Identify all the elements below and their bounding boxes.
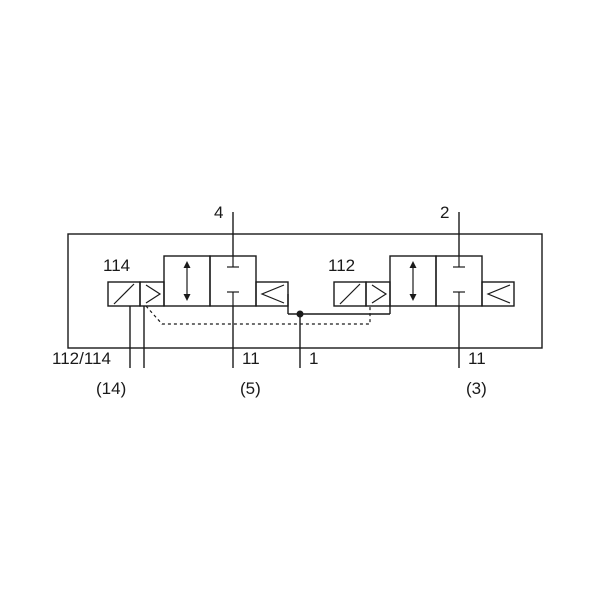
right-valve: 112 2 11 (3) <box>328 203 515 398</box>
left-solenoid-winding <box>113 283 135 305</box>
left-exhaust-port-label: 11 <box>242 349 260 368</box>
left-spring-symbol <box>260 284 285 304</box>
supply-line: 1 <box>288 306 391 368</box>
pilot-exhaust-label: 112/114 <box>52 349 111 368</box>
left-valve: 114 4 11 (5) <box>103 203 289 398</box>
right-flow-arrow-head-up <box>409 261 417 268</box>
left-flow-arrow-head-down <box>183 294 191 301</box>
right-output-port-label: 2 <box>440 203 449 222</box>
right-pilot-label: 112 <box>328 256 355 275</box>
supply-junction-dot <box>296 310 304 318</box>
supply-port-label: 1 <box>309 349 318 368</box>
left-output-port-label: 4 <box>214 203 223 222</box>
pilot-exhaust-alt-label: (14) <box>96 379 126 398</box>
right-exhaust-port-label: 11 <box>468 349 486 368</box>
manifold-housing <box>67 233 543 349</box>
right-spring-symbol <box>486 284 511 304</box>
left-pilot-label: 114 <box>103 256 130 275</box>
right-exhaust-port-alt-label: (3) <box>466 379 487 398</box>
left-exhaust-port-alt-label: (5) <box>240 379 261 398</box>
right-pilot-triangle <box>371 284 388 304</box>
right-solenoid-winding <box>339 283 361 305</box>
left-flow-arrow-head-up <box>183 261 191 268</box>
pilot-exhaust: 112/114 (14) <box>52 305 371 398</box>
right-spring-box <box>481 281 515 307</box>
left-pilot-triangle <box>145 284 162 304</box>
pilot-exhaust-dashed-line <box>145 305 371 325</box>
right-flow-arrow-head-down <box>409 294 417 301</box>
